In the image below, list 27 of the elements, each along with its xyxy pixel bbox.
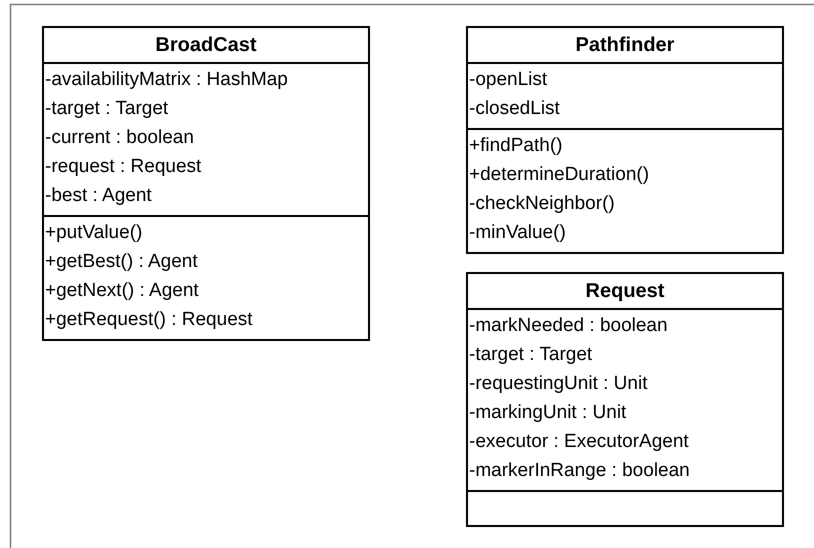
class-name: BroadCast bbox=[155, 33, 257, 58]
attribute-text: -openList bbox=[469, 68, 548, 92]
method-text: +getRequest() : Request bbox=[45, 308, 253, 332]
attribute-text: -requestingUnit : Unit bbox=[469, 372, 648, 396]
attribute-text: -request : Request bbox=[45, 155, 202, 179]
class-box bbox=[466, 26, 784, 254]
attribute-text: -markerInRange : boolean bbox=[469, 459, 690, 483]
attribute-text: -availabilityMatrix : HashMap bbox=[45, 68, 288, 92]
class-name: Request bbox=[586, 279, 664, 304]
attribute-text: -current : boolean bbox=[45, 126, 194, 150]
attribute-text: -target : Target bbox=[469, 343, 592, 367]
attribute-text: -executor : ExecutorAgent bbox=[469, 430, 689, 454]
attribute-text: -closedList bbox=[469, 97, 560, 121]
attribute-text: -markingUnit : Unit bbox=[469, 401, 626, 425]
class-name: Pathfinder bbox=[576, 33, 674, 58]
method-text: +putValue() bbox=[45, 221, 142, 245]
method-text: +getBest() : Agent bbox=[45, 250, 198, 274]
method-text: +determineDuration() bbox=[469, 163, 650, 187]
attribute-text: -target : Target bbox=[45, 97, 168, 121]
attribute-text: -markNeeded : boolean bbox=[469, 314, 668, 338]
attribute-text: -best : Agent bbox=[45, 184, 152, 208]
method-text: +getNext() : Agent bbox=[45, 279, 199, 303]
class-box bbox=[466, 272, 784, 527]
method-text: -minValue() bbox=[469, 221, 566, 245]
method-text: -checkNeighbor() bbox=[469, 192, 615, 216]
class-box bbox=[42, 26, 370, 341]
method-text: +findPath() bbox=[469, 134, 562, 158]
